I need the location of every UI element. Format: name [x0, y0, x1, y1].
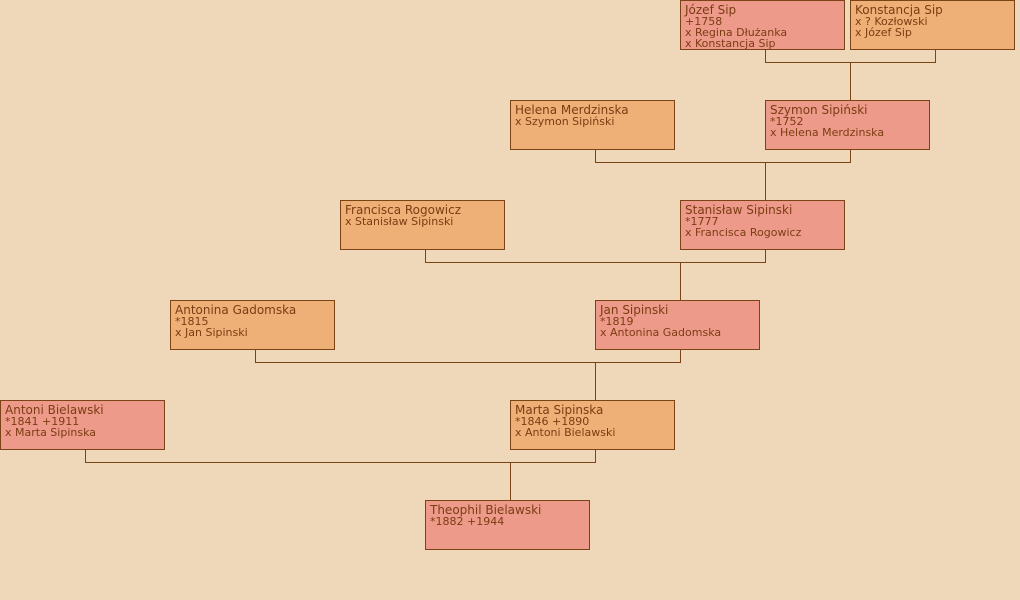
person-detail: x Szymon Sipiński — [515, 115, 615, 128]
person-name: Jan Sipinski — [600, 303, 669, 317]
person-name: Marta Sipinska — [515, 403, 604, 417]
person-detail: x Regina Dłużanka — [685, 26, 788, 39]
person-name: Stanisław Sipinski — [685, 203, 793, 217]
connector-antonina-jan — [255, 350, 681, 363]
person-detail: x Konstancja Sip — [685, 37, 776, 50]
person-name: Antoni Bielawski — [5, 403, 104, 417]
person-detail: *1752 — [770, 115, 804, 128]
person-detail: x Helena Merdzinska — [770, 126, 885, 139]
person-detail: x Antoni Bielawski — [515, 426, 616, 439]
person-detail: x Antonina Gadomska — [600, 326, 722, 339]
connector-helena-szymon — [595, 150, 851, 163]
person-name: Józef Sip — [685, 3, 737, 17]
person-name: Szymon Sipiński — [770, 103, 868, 117]
person-detail: *1846 +1890 — [515, 415, 590, 428]
person-detail: x Stanisław Sipinski — [345, 215, 454, 228]
person-box-theophil[interactable]: Theophil Bielawski*1882 +1944 — [425, 500, 590, 550]
person-detail: x Jan Sipinski — [175, 326, 248, 339]
person-detail: x ? Kozłowski — [855, 15, 928, 28]
person-detail: x Francisca Rogowicz — [685, 226, 802, 239]
person-name: Theophil Bielawski — [430, 503, 542, 517]
person-name: Konstancja Sip — [855, 3, 943, 17]
person-name: Francisca Rogowicz — [345, 203, 462, 217]
person-detail: x Józef Sip — [855, 26, 912, 39]
person-name: Antonina Gadomska — [175, 303, 297, 317]
person-name: Helena Merdzinska — [515, 103, 629, 117]
person-detail: *1815 — [175, 315, 209, 328]
person-detail: +1758 — [685, 15, 723, 28]
person-detail: *1841 +1911 — [5, 415, 80, 428]
person-detail: *1777 — [685, 215, 719, 228]
person-detail: *1819 — [600, 315, 634, 328]
person-detail: *1882 +1944 — [430, 515, 505, 528]
connector-antoni-marta — [85, 450, 596, 463]
person-detail: x Marta Sipinska — [5, 426, 97, 439]
connector-francisca-stanislaw — [425, 250, 766, 263]
